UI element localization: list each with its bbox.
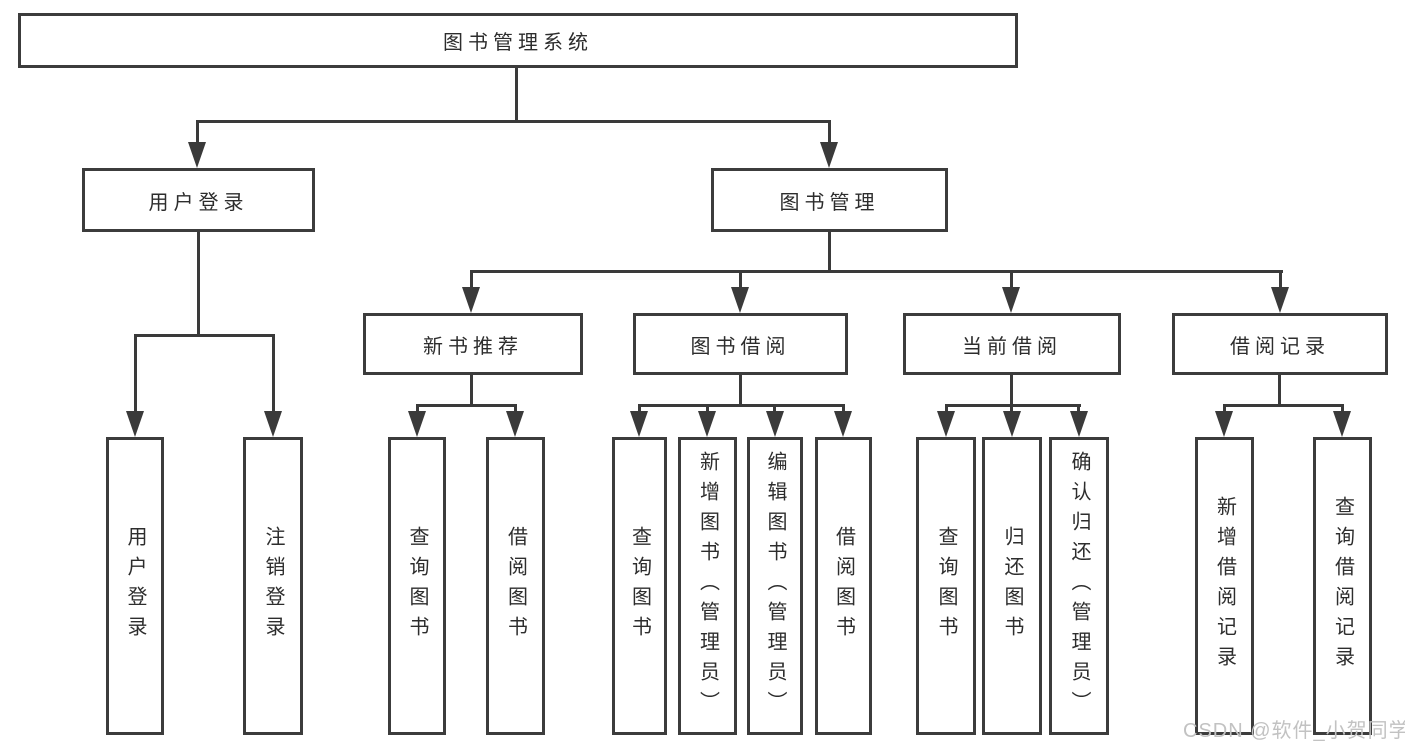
connector-line: [134, 334, 137, 411]
connector-line: [1010, 404, 1013, 414]
connector-line: [1223, 404, 1226, 414]
connector-line: [196, 120, 831, 123]
arrowhead-down-icon: [1271, 287, 1289, 313]
connector-line: [514, 404, 517, 414]
connector-line: [945, 404, 948, 414]
leaf-borrow-book-2-label: 借阅图书: [832, 526, 855, 646]
arrowhead-down-icon: [1002, 287, 1020, 313]
connector-line: [1279, 270, 1282, 289]
connector-line: [1278, 375, 1281, 407]
arrowhead-down-icon: [834, 411, 852, 437]
leaf-query-borrow-record: 查询借阅记录: [1313, 437, 1372, 735]
connector-line: [515, 68, 518, 123]
arrowhead-down-icon: [630, 411, 648, 437]
leaf-add-book-admin-label: 新增图书（管理员）: [696, 451, 719, 721]
node-user-login-label: 用户登录: [148, 191, 249, 214]
connector-line: [416, 404, 517, 407]
leaf-logout: 注销登录: [243, 437, 303, 735]
connector-line: [828, 232, 831, 273]
leaf-add-book-admin: 新增图书（管理员）: [678, 437, 737, 735]
node-book-borrow: 图书借阅: [633, 313, 848, 375]
node-new-book-recommend-label: 新书推荐: [423, 335, 523, 358]
leaf-query-book-1: 查询图书: [388, 437, 446, 735]
connector-line: [196, 120, 199, 144]
node-current-borrow: 当前借阅: [903, 313, 1121, 375]
csdn-watermark: CSDN @软件_小贺同学: [1183, 720, 1405, 742]
leaf-add-borrow-record: 新增借阅记录: [1195, 437, 1254, 735]
connector-line: [416, 404, 419, 414]
arrowhead-down-icon: [1333, 411, 1351, 437]
node-borrow-records: 借阅记录: [1172, 313, 1388, 375]
connector-line: [470, 270, 1283, 273]
leaf-query-book-1-label: 查询图书: [406, 526, 428, 646]
connector-line: [842, 404, 845, 414]
node-book-borrow-label: 图书借阅: [690, 335, 791, 358]
node-root: 图书管理系统: [18, 13, 1018, 68]
leaf-edit-book-admin-label: 编辑图书（管理员）: [764, 451, 786, 721]
leaf-query-book-2-label: 查询图书: [628, 526, 651, 646]
node-user-login: 用户登录: [82, 168, 315, 232]
connector-line: [197, 232, 200, 337]
node-borrow-records-label: 借阅记录: [1230, 335, 1330, 358]
arrowhead-down-icon: [126, 411, 144, 437]
connector-line: [1010, 270, 1013, 289]
node-current-borrow-label: 当前借阅: [962, 335, 1062, 358]
connector-line: [134, 334, 275, 337]
arrowhead-down-icon: [731, 287, 749, 313]
leaf-user-login-label: 用户登录: [124, 526, 146, 646]
arrowhead-down-icon: [1003, 411, 1021, 437]
arrowhead-down-icon: [408, 411, 426, 437]
connector-line: [773, 404, 776, 414]
node-book-management-label: 图书管理: [779, 191, 880, 214]
leaf-borrow-book-1-label: 借阅图书: [504, 526, 527, 646]
leaf-borrow-book-2: 借阅图书: [815, 437, 872, 735]
arrowhead-down-icon: [264, 411, 282, 437]
arrowhead-down-icon: [1070, 411, 1088, 437]
connector-line: [1010, 375, 1013, 407]
arrowhead-down-icon: [698, 411, 716, 437]
connector-line: [638, 404, 641, 414]
connector-line: [272, 334, 275, 411]
leaf-confirm-return-admin-label: 确认归还（管理员）: [1068, 451, 1090, 721]
leaf-logout-label: 注销登录: [262, 526, 284, 646]
connector-line: [945, 404, 1081, 407]
arrowhead-down-icon: [506, 411, 524, 437]
arrowhead-down-icon: [766, 411, 784, 437]
arrowhead-down-icon: [1215, 411, 1233, 437]
connector-line: [470, 270, 473, 289]
connector-line: [1341, 404, 1344, 414]
connector-line: [706, 404, 709, 414]
connector-line: [470, 375, 473, 407]
leaf-query-book-3-label: 查询图书: [935, 526, 957, 646]
arrowhead-down-icon: [462, 287, 480, 313]
leaf-edit-book-admin: 编辑图书（管理员）: [747, 437, 803, 735]
leaf-add-borrow-record-label: 新增借阅记录: [1213, 496, 1236, 676]
leaf-query-book-3: 查询图书: [916, 437, 976, 735]
leaf-query-book-2: 查询图书: [612, 437, 667, 735]
node-new-book-recommend: 新书推荐: [363, 313, 583, 375]
connector-line: [828, 120, 831, 144]
leaf-confirm-return-admin: 确认归还（管理员）: [1049, 437, 1109, 735]
leaf-borrow-book-1: 借阅图书: [486, 437, 545, 735]
connector-line: [638, 404, 845, 407]
node-book-management: 图书管理: [711, 168, 948, 232]
leaf-return-book: 归还图书: [982, 437, 1042, 735]
connector-line: [1077, 404, 1080, 414]
leaf-query-borrow-record-label: 查询借阅记录: [1331, 496, 1354, 676]
arrowhead-down-icon: [820, 142, 838, 168]
arrowhead-down-icon: [937, 411, 955, 437]
leaf-user-login: 用户登录: [106, 437, 164, 735]
arrowhead-down-icon: [188, 142, 206, 168]
connector-line: [1223, 404, 1344, 407]
leaf-return-book-label: 归还图书: [1001, 526, 1023, 646]
connector-line: [739, 375, 742, 407]
connector-line: [739, 270, 742, 289]
node-root-label: 图书管理系统: [443, 32, 593, 54]
